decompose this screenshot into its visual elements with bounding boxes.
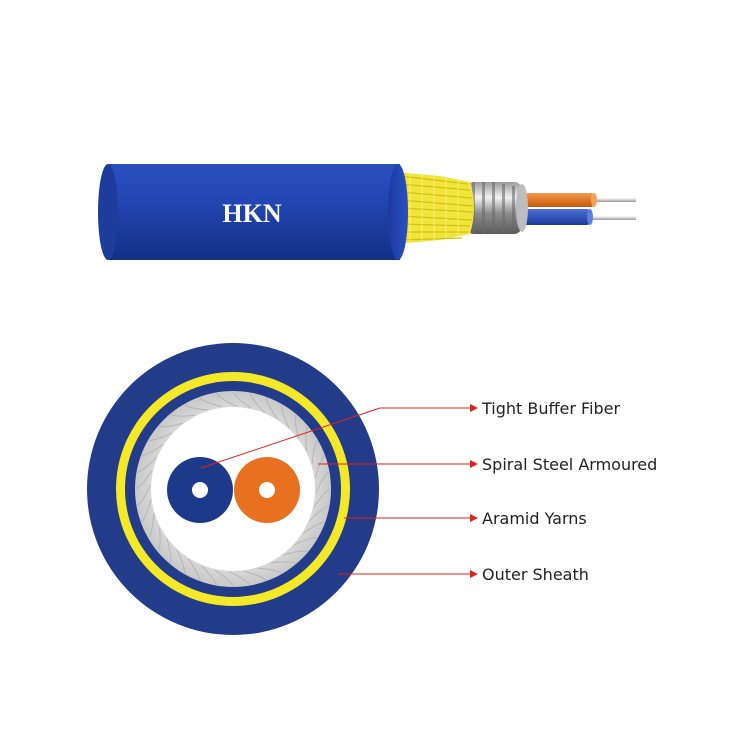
steel-spiral-line <box>148 432 173 441</box>
outer-sheath-front-end <box>388 164 408 260</box>
steel-spiral-line <box>199 397 223 408</box>
steel-spiral-line <box>214 569 234 587</box>
steel-spiral-line <box>249 393 266 413</box>
steel-spiral-line <box>265 397 279 420</box>
steel-spiral-line <box>271 561 296 564</box>
cable-side-view: HKN <box>98 164 636 260</box>
steel-spiral-line <box>158 527 161 552</box>
cable-cross-section <box>87 343 379 635</box>
callout-aramid-yarns: Aramid Yarns <box>344 509 587 528</box>
steel-spiral-line <box>148 513 155 538</box>
blue-fiber-core <box>192 482 208 498</box>
steel-spiral-line <box>184 404 209 411</box>
steel-spiral-line <box>215 393 237 407</box>
steel-spiral-line <box>232 391 252 409</box>
aramid-yarn-side <box>395 172 474 244</box>
steel-spiral-line <box>281 404 290 429</box>
steel-spiral-line <box>137 456 157 473</box>
label-outer-sheath: Outer Sheath <box>482 565 589 584</box>
steel-spiral-line <box>166 539 172 564</box>
fiber-wire-lower <box>590 216 636 220</box>
steel-spiral-line <box>187 558 201 581</box>
brand-logo: HKN <box>222 199 281 228</box>
steel-spiral-texture <box>135 391 331 587</box>
steel-spiral-line <box>283 550 308 556</box>
steel-spiral-line <box>170 414 195 417</box>
steel-spiral-line <box>135 470 153 490</box>
steel-armour-side <box>466 182 528 234</box>
label-spiral-steel-armoured: Spiral Steel Armoured <box>482 455 657 474</box>
steel-spiral-line <box>314 455 325 479</box>
label-tight-buffer-fiber: Tight Buffer Fiber <box>481 399 621 418</box>
steel-spiral-line <box>141 443 164 457</box>
steel-spiral-line <box>293 537 318 546</box>
steel-spiral-line <box>243 570 267 581</box>
callout-spiral-steel-armoured: Spiral Steel Armoured <box>318 455 657 474</box>
outer-sheath-body <box>108 164 400 260</box>
steel-spiral-line <box>200 565 217 585</box>
steel-spiral-line <box>309 505 329 522</box>
steel-spiral-line <box>311 440 318 465</box>
callouts: Tight Buffer Fiber Spiral Steel Armoured… <box>200 399 657 584</box>
steel-spiral-line <box>257 567 282 574</box>
fiber-wire-upper <box>590 198 636 202</box>
steel-spiral-line <box>305 426 308 451</box>
steel-spiral-line <box>315 471 329 493</box>
steel-spiral-line <box>158 422 183 428</box>
steel-spiral-line <box>137 485 151 507</box>
orange-fiber-core <box>259 482 275 498</box>
blue-buffer-end <box>587 209 593 225</box>
orange-buffer-tube <box>518 193 594 207</box>
outer-sheath-back-end <box>98 164 118 260</box>
core-space <box>151 407 315 571</box>
steel-spiral-line <box>302 521 325 535</box>
steel-spiral-line <box>294 414 300 439</box>
steel-spiral-line <box>176 549 185 574</box>
steel-spiral-line <box>141 499 152 523</box>
label-aramid-yarns: Aramid Yarns <box>482 509 587 528</box>
callout-outer-sheath: Outer Sheath <box>338 565 589 584</box>
steel-spiral-line <box>229 571 251 585</box>
blue-buffer-tube <box>512 209 590 225</box>
callout-tight-buffer-fiber: Tight Buffer Fiber <box>200 399 621 469</box>
orange-buffer-end <box>591 193 597 207</box>
steel-spiral-line <box>313 488 331 508</box>
